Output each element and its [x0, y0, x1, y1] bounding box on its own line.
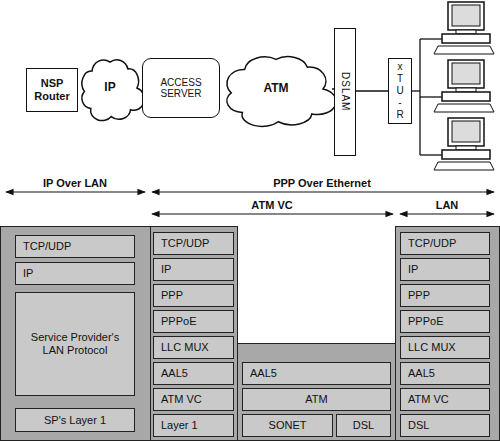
router-box: NSP Router: [26, 68, 78, 112]
server-box: ACCESS SERVER: [142, 58, 220, 118]
protocol-layer-box: DSL: [336, 414, 391, 437]
node-text: LLC MUX: [408, 341, 456, 354]
protocol-layer-box: TCP/UDP: [400, 232, 490, 255]
span-label: IP Over LAN: [0, 177, 175, 189]
node-text: DSL: [353, 419, 374, 432]
protocol-layer-box: PPP: [400, 284, 490, 307]
node-text: IP: [161, 263, 171, 276]
node-text: AAL5: [161, 367, 188, 380]
link-line: [356, 90, 388, 92]
cloud-shape: [227, 57, 336, 127]
node-text: x T U - R: [396, 61, 404, 121]
protocol-layer-box: DSL: [400, 414, 490, 437]
span-arrow: [152, 191, 494, 192]
node-text: IP: [23, 267, 33, 280]
modem-box: x T U - R: [388, 58, 412, 124]
protocol-layer-box: TCP/UDP: [15, 235, 135, 258]
node-text: SP's Layer 1: [44, 414, 106, 427]
span-arrow: [400, 213, 494, 214]
protocol-layer-box: SONET: [242, 414, 333, 437]
lan-wire: [412, 39, 442, 155]
node-text: TCP/UDP: [161, 237, 209, 250]
protocol-layer-box: LLC MUX: [400, 336, 490, 359]
node-text: ATM VC: [408, 393, 449, 406]
node-text: TCP/UDP: [408, 237, 456, 250]
network-cloud: IP: [78, 54, 142, 122]
node-text: PPP: [161, 289, 183, 302]
node-text: DSL: [408, 419, 429, 432]
protocol-layer-box: LLC MUX: [153, 336, 234, 359]
node-text: PPPoE: [408, 315, 443, 328]
protocol-layer-box: SP's Layer 1: [15, 408, 135, 432]
protocol-layer-box: ATM: [242, 388, 391, 411]
span-label: LAN: [347, 199, 500, 211]
node-text: PPPoE: [161, 315, 196, 328]
dslam-box: DSLAM: [334, 28, 356, 156]
protocol-layer-box: AAL5: [400, 362, 490, 385]
node-text: AAL5: [408, 367, 435, 380]
node-text: ATM VC: [161, 393, 202, 406]
node-text: LLC MUX: [161, 341, 209, 354]
node-text: AAL5: [250, 367, 277, 380]
protocol-layer-box: AAL5: [242, 362, 391, 385]
protocol-layer-box: PPP: [153, 284, 234, 307]
node-text: IP: [408, 263, 418, 276]
node-text: SONET: [269, 419, 307, 432]
node-text: ATM: [305, 393, 327, 406]
protocol-layer-box: Layer 1: [153, 414, 234, 437]
node-text: ACCESS SERVER: [151, 77, 211, 100]
computer-icon: [434, 2, 494, 54]
protocol-layer-box: AAL5: [153, 362, 234, 385]
protocol-stack-panel: [151, 227, 238, 441]
protocol-layer-box: PPPoE: [400, 310, 490, 333]
protocol-layer-box: IP: [15, 262, 135, 285]
protocol-layer-box: ATM VC: [400, 388, 490, 411]
protocol-layer-box: IP: [400, 258, 490, 281]
protocol-layer-box: PPPoE: [153, 310, 234, 333]
protocol-layer-box: ATM VC: [153, 388, 234, 411]
computer-icon: [434, 60, 494, 112]
span-arrow: [6, 191, 145, 192]
protocol-layer-box: TCP/UDP: [153, 232, 234, 255]
span-label: ATM VC: [172, 199, 372, 211]
protocol-stack-panel: [396, 227, 500, 441]
span-label: PPP Over Ethernet: [222, 177, 422, 189]
protocol-stack-panel: [238, 344, 396, 441]
network-cloud: ATM: [220, 50, 332, 128]
node-text: PPP: [408, 289, 430, 302]
node-text: TCP/UDP: [23, 240, 71, 253]
protocol-stack-panel: [1, 227, 151, 441]
span-arrow: [152, 213, 393, 214]
protocol-layer-box: Service Provider's LAN Protocol: [15, 292, 135, 396]
cloud-shape: [82, 60, 144, 121]
node-text: IP: [104, 81, 115, 95]
computer-icon: [434, 118, 494, 170]
node-text: ATM: [263, 82, 288, 96]
node-text: Layer 1: [161, 419, 198, 432]
node-text: DSLAM: [339, 72, 351, 111]
node-text: NSP Router: [30, 77, 74, 102]
protocol-layer-box: IP: [153, 258, 234, 281]
node-text: Service Provider's LAN Protocol: [23, 331, 128, 356]
